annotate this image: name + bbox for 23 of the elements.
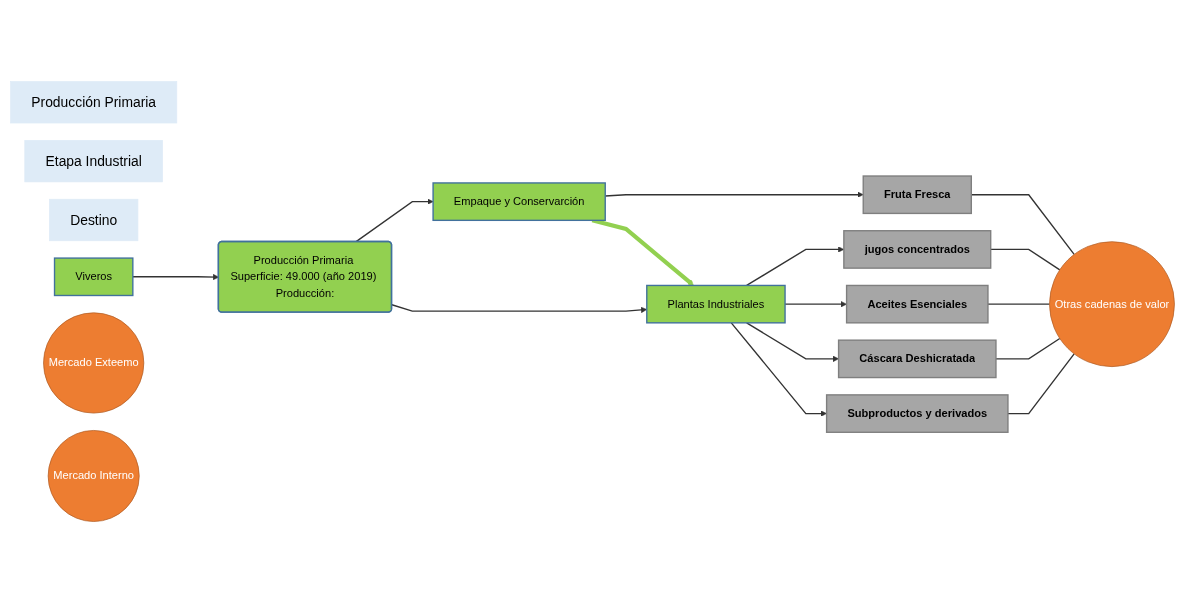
node-circle: Otras cadenas de valor bbox=[1049, 241, 1175, 367]
node-box: Destino bbox=[49, 198, 139, 242]
arrow bbox=[730, 322, 827, 417]
arrow bbox=[132, 274, 219, 281]
node-box: Subproductos y derivados bbox=[825, 394, 1009, 433]
arrow bbox=[591, 218, 694, 286]
connector bbox=[995, 337, 1061, 360]
arrow bbox=[355, 198, 434, 243]
node-box: Viveros bbox=[53, 257, 134, 297]
node-box: Aceites Esenciales bbox=[845, 284, 989, 324]
node-circle: Mercado Exteemo bbox=[43, 312, 145, 414]
arrow bbox=[745, 322, 839, 362]
node-box: Producción Primaria bbox=[10, 81, 178, 124]
node-box: Cáscara Deshicratada bbox=[837, 339, 997, 379]
connector bbox=[1007, 353, 1075, 415]
node-box: Plantas Industriales bbox=[646, 284, 786, 324]
connector bbox=[987, 303, 1051, 305]
node-box: Etapa Industrial bbox=[24, 140, 163, 183]
node-box: Empaque y Conservarción bbox=[432, 182, 606, 222]
node-circle: Mercado Interno bbox=[47, 430, 140, 522]
connector bbox=[990, 248, 1061, 271]
node-box: jugos concentrados bbox=[843, 230, 992, 269]
node-box: Fruta Fresca bbox=[862, 175, 972, 215]
